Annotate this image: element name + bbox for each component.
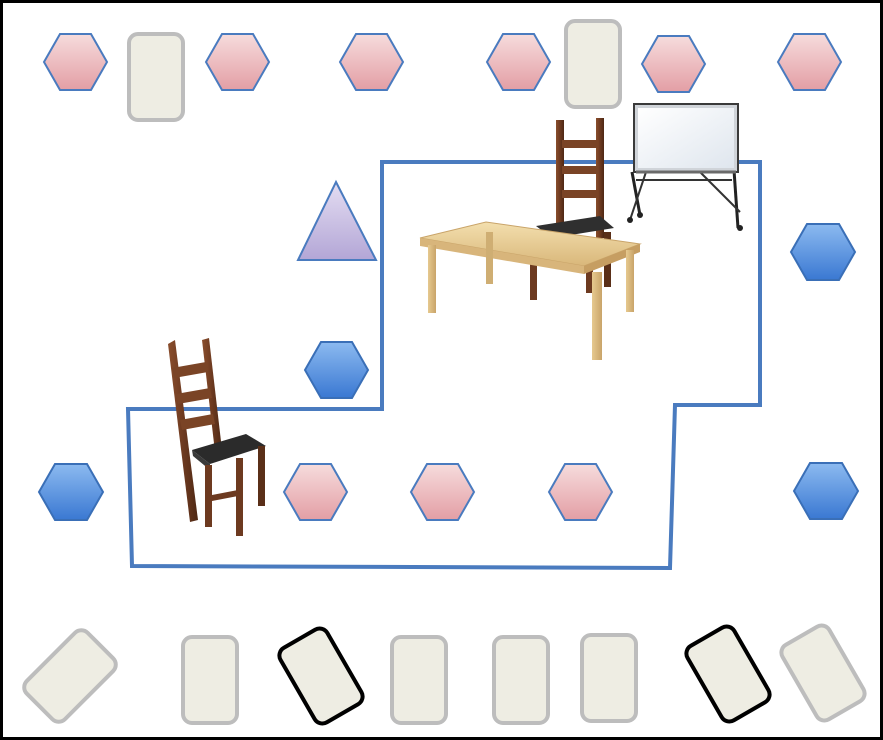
grey-card-marker bbox=[183, 637, 237, 723]
grey-card-marker bbox=[566, 21, 620, 107]
middle-row-markers bbox=[284, 464, 612, 520]
grey-card-marker bbox=[129, 34, 183, 120]
grey-card-marker bbox=[582, 635, 636, 721]
grey-card-marker bbox=[494, 637, 548, 723]
grey-card-marker bbox=[392, 637, 446, 723]
